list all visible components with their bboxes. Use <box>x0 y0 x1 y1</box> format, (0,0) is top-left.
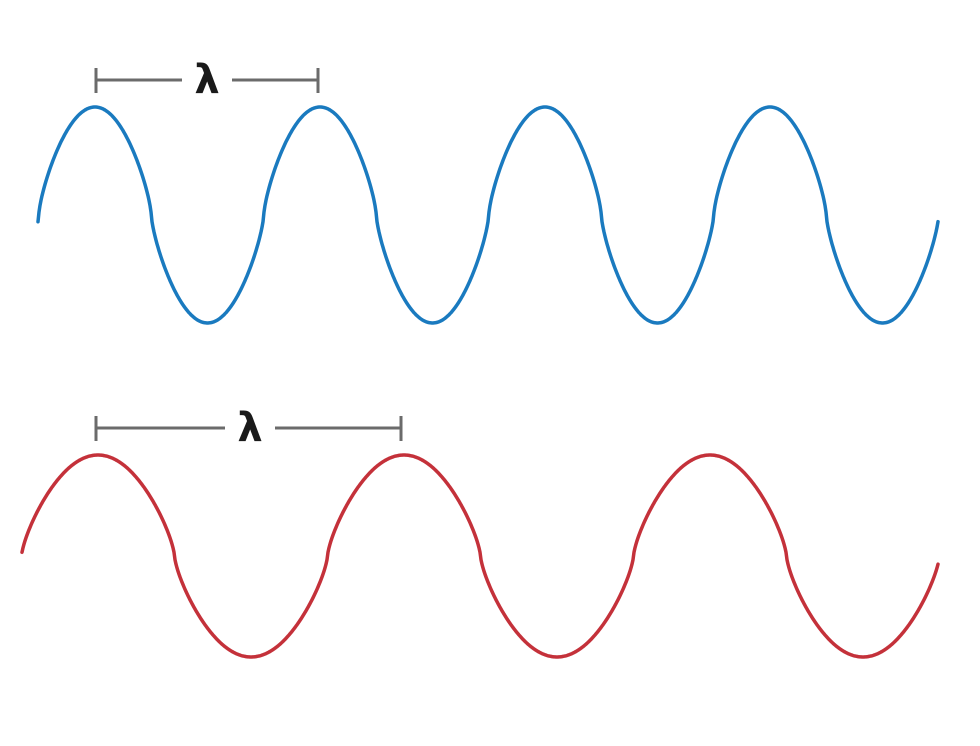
short-wave-group: λ <box>36 57 940 325</box>
long-wave-lambda-label: λ <box>237 405 262 451</box>
long-wave-curve <box>20 453 940 659</box>
long-wave-group: λ <box>20 405 940 659</box>
short-wave-curve <box>36 105 940 325</box>
long-wave-wavelength-bracket: λ <box>94 405 403 451</box>
short-wave-lambda-label: λ <box>194 57 219 103</box>
short-wave-wavelength-bracket: λ <box>94 57 320 103</box>
